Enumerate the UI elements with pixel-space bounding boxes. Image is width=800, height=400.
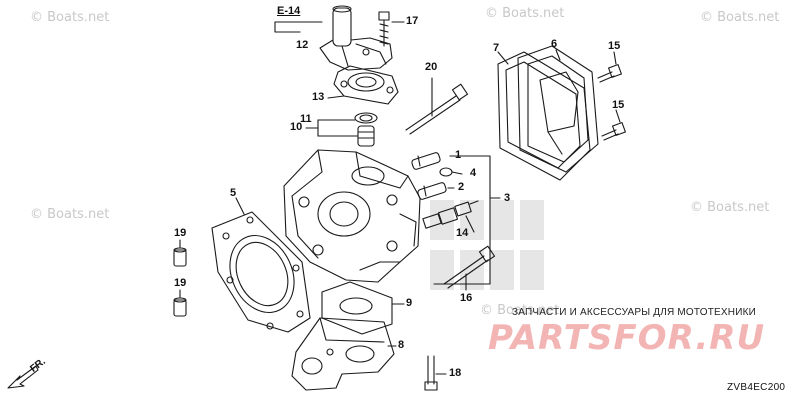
- bolt-part: [378, 11, 390, 47]
- spark-plug-part: [422, 200, 479, 229]
- valve-guide-part: [411, 152, 441, 170]
- section-reference-label: E-14: [277, 5, 301, 17]
- valve-guide-part: [417, 182, 447, 200]
- dowel-pin-part: [173, 247, 187, 267]
- callout-16: 16: [460, 292, 473, 304]
- leader-line: [235, 197, 245, 215]
- shop-banner-tagline: ЗАПЧАСТИ И АКСЕССУАРЫ ДЛЯ МОТОТЕХНИКИ: [512, 307, 757, 318]
- exhaust-gasket-part: [321, 281, 393, 335]
- stud-bolt-part: [405, 83, 469, 135]
- callout-10: 10: [290, 121, 303, 133]
- head-cover-bolt-part: [601, 122, 626, 141]
- section-ref-leader: [274, 21, 301, 33]
- background-brand-watermark: [430, 200, 544, 290]
- boats-net-watermark: © Boats.net: [30, 10, 110, 25]
- leader-line: [451, 171, 463, 175]
- callout-19-upper: 19: [174, 227, 187, 239]
- callout-18: 18: [449, 367, 462, 379]
- callout-19-lower: 19: [174, 277, 187, 289]
- callout-1: 1: [455, 149, 462, 161]
- boats-net-watermark: © Boats.net: [485, 6, 565, 21]
- exhaust-cover-part: [291, 317, 395, 391]
- callout-2: 2: [458, 181, 465, 193]
- callout-5: 5: [230, 187, 237, 199]
- leader-line: [613, 51, 617, 65]
- thermostat-part: [357, 125, 375, 147]
- callout-6: 6: [551, 38, 558, 50]
- thermostat-housing-part: [333, 65, 399, 105]
- callout-13: 13: [312, 91, 325, 103]
- callout-17: 17: [406, 15, 419, 27]
- boats-net-watermark: © Boats.net: [700, 10, 780, 25]
- diagram-code: ZVB4EC200: [727, 382, 786, 393]
- clip-part: [439, 167, 453, 177]
- leader-line: [327, 95, 345, 99]
- callout-4: 4: [470, 167, 477, 179]
- head-cover-gasket-part: [497, 51, 591, 181]
- callout-8: 8: [398, 339, 405, 351]
- callout-bracket: [433, 155, 491, 285]
- shop-banner-logo: PARTSFOR.RU: [488, 318, 766, 358]
- thermostat-cover-part: [319, 5, 393, 71]
- leader-line: [615, 109, 621, 123]
- flange-bolt-part: [424, 355, 438, 391]
- o-ring-part: [354, 112, 378, 124]
- cylinder-head-part: [283, 149, 421, 283]
- stud-bolt-part: [443, 245, 496, 289]
- callout-12: 12: [296, 39, 309, 51]
- head-cover-bolt-part: [597, 64, 622, 83]
- boats-net-watermark: © Boats.net: [30, 207, 110, 222]
- leader-line: [465, 215, 475, 233]
- boats-net-watermark: © Boats.net: [480, 303, 560, 318]
- leader-line: [555, 49, 561, 61]
- callout-14: 14: [456, 227, 469, 239]
- callout-15-lower: 15: [612, 99, 625, 111]
- leader-line: [497, 51, 509, 65]
- head-cover-part: [517, 45, 599, 173]
- dowel-pin-part: [173, 297, 187, 317]
- callout-20: 20: [425, 61, 438, 73]
- callout-15-upper: 15: [608, 40, 621, 52]
- callout-7: 7: [493, 42, 500, 54]
- front-direction-arrow: [7, 365, 39, 389]
- boats-net-watermark: © Boats.net: [690, 200, 770, 215]
- callout-3: 3: [504, 192, 511, 204]
- callout-9: 9: [406, 297, 413, 309]
- cylinder-head-gasket-part: [211, 211, 311, 333]
- callout-11: 11: [300, 113, 312, 125]
